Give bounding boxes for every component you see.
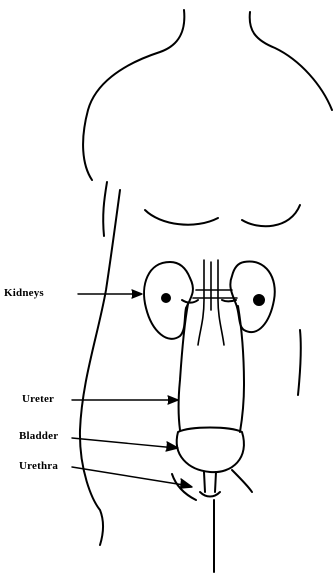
bladder-outline: [177, 428, 244, 473]
left-waist-line: [80, 190, 120, 545]
neck-right-line: [250, 12, 332, 110]
right-kidney: [222, 261, 275, 332]
bladder-label: Bladder: [19, 430, 58, 442]
ureter-label: Ureter: [22, 393, 54, 405]
left-kidney: [144, 262, 198, 339]
bladder: [177, 428, 244, 473]
right-leg-line: [232, 470, 252, 492]
kidneys-arrowhead: [132, 290, 142, 298]
urethra-label: Urethra: [19, 460, 58, 472]
bladder-leader-line: [72, 438, 176, 448]
kidneys-label: Kidneys: [4, 287, 44, 299]
left-kidney-pelvis: [162, 294, 170, 302]
left-breast-line: [145, 210, 218, 225]
central-vessels: [193, 260, 237, 345]
ureters: [179, 304, 245, 432]
right-breast-line: [242, 205, 300, 226]
right-kidney-outline: [230, 261, 274, 332]
urethra-tube-right: [215, 472, 216, 492]
ureter-right: [238, 306, 244, 432]
ureter-left: [179, 304, 189, 430]
ureter-arrowhead: [168, 396, 178, 404]
urethra-base: [200, 492, 220, 497]
left-side-line: [103, 182, 107, 236]
vessel-left: [198, 260, 204, 345]
vessel-right: [218, 260, 224, 345]
urethra-tube-left: [204, 472, 205, 492]
leader-lines: [72, 290, 192, 488]
body-outline: [80, 10, 332, 572]
urethra: [200, 472, 220, 497]
right-kidney-pelvis: [254, 295, 264, 305]
right-hip-line: [298, 330, 301, 395]
urethra-arrowhead: [180, 479, 192, 488]
right-kidney-hilum: [222, 300, 236, 302]
neck-left-line: [83, 10, 184, 180]
